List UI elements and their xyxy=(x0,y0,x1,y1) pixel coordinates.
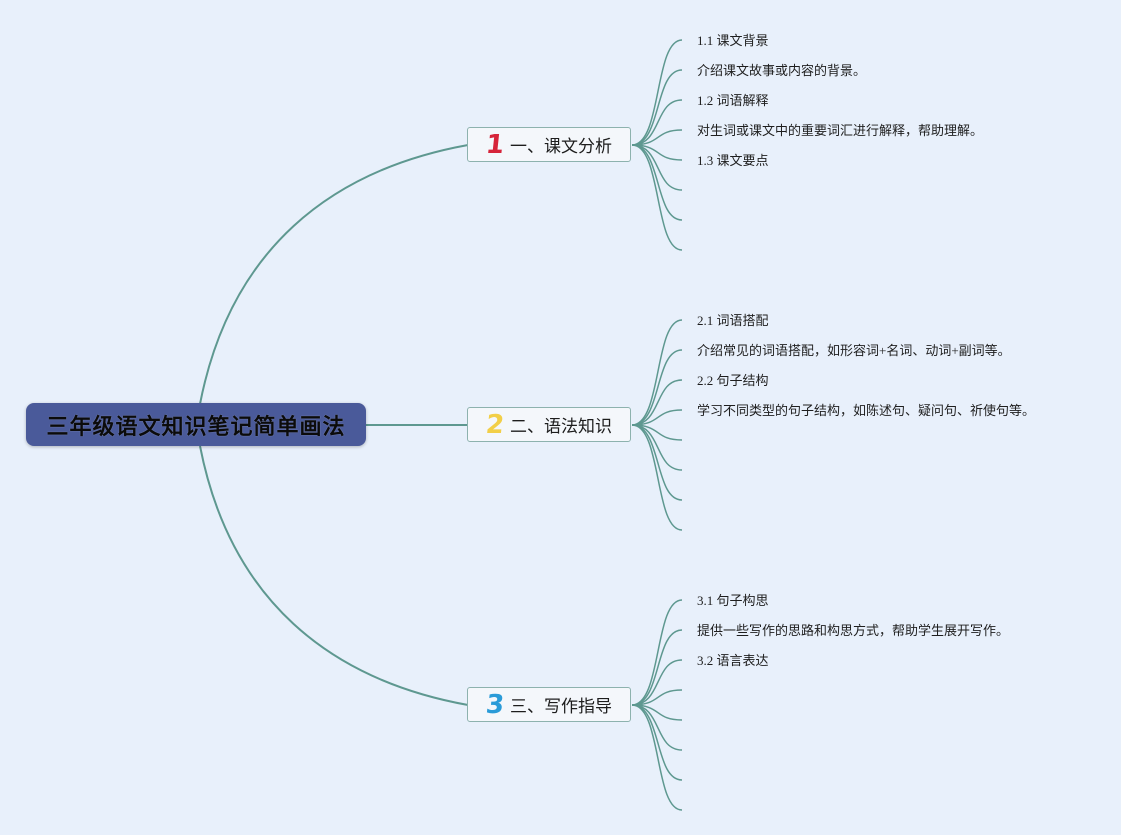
branch-label: 一、课文分析 xyxy=(510,137,613,157)
leaf-topic[interactable]: 介绍常见的词语搭配，如形容词+名词、动词+副词等。 xyxy=(697,343,1011,358)
leaf-topic[interactable]: 介绍课文故事或内容的背景。 xyxy=(697,63,867,78)
leaf-topic[interactable]: 3.2 语言表达 xyxy=(697,653,769,668)
leaf-topic[interactable]: 3.1 句子构思 xyxy=(697,593,769,608)
root-link-1 xyxy=(199,144,469,405)
number-3-icon: 3 xyxy=(484,689,506,720)
leaf-link-1-3 xyxy=(631,99,683,146)
leaf-link-1-8 xyxy=(631,144,683,251)
branch-label: 二、语法知识 xyxy=(510,417,613,437)
leaf-link-2-7 xyxy=(631,424,683,501)
leaf-link-2-4 xyxy=(631,409,683,426)
leaf-link-2-8 xyxy=(631,424,683,531)
root-link-3 xyxy=(199,445,469,706)
leaf-link-2-2 xyxy=(631,349,683,426)
branch-topic-1[interactable]: 1 一、课文分析 xyxy=(467,127,631,162)
leaf-link-3-3 xyxy=(631,659,683,706)
number-1-icon: 1 xyxy=(484,129,506,160)
leaf-topic[interactable]: 1.3 课文要点 xyxy=(697,153,769,168)
branch-label: 三、写作指导 xyxy=(510,697,613,717)
root-topic[interactable]: 三年级语文知识笔记简单画法 xyxy=(26,403,366,446)
leaf-link-1-7 xyxy=(631,144,683,221)
leaf-link-2-1 xyxy=(631,319,683,426)
leaf-topic[interactable]: 学习不同类型的句子结构，如陈述句、疑问句、祈使句等。 xyxy=(697,403,1036,418)
leaf-link-1-1 xyxy=(631,39,683,146)
branch-topic-2[interactable]: 2 二、语法知识 xyxy=(467,407,631,442)
leaf-link-3-8 xyxy=(631,704,683,811)
leaf-link-2-3 xyxy=(631,379,683,426)
root-title: 三年级语文知识笔记简单画法 xyxy=(46,414,346,440)
leaf-link-1-4 xyxy=(631,129,683,146)
leaf-topic[interactable]: 1.2 词语解释 xyxy=(697,93,769,108)
leaf-link-3-1 xyxy=(631,599,683,706)
leaf-topic[interactable]: 对生词或课文中的重要词汇进行解释，帮助理解。 xyxy=(697,123,984,138)
leaf-topic[interactable]: 2.1 词语搭配 xyxy=(697,313,769,328)
leaf-topic[interactable]: 1.1 课文背景 xyxy=(697,33,769,48)
leaf-link-3-2 xyxy=(631,629,683,706)
leaf-link-3-4 xyxy=(631,689,683,706)
branch-topic-3[interactable]: 3 三、写作指导 xyxy=(467,687,631,722)
leaf-topic[interactable]: 提供一些写作的思路和构思方式，帮助学生展开写作。 xyxy=(697,623,1010,638)
leaf-topic[interactable]: 2.2 句子结构 xyxy=(697,373,769,388)
leaf-link-3-7 xyxy=(631,704,683,781)
leaf-link-1-2 xyxy=(631,69,683,146)
number-2-icon: 2 xyxy=(484,409,506,440)
